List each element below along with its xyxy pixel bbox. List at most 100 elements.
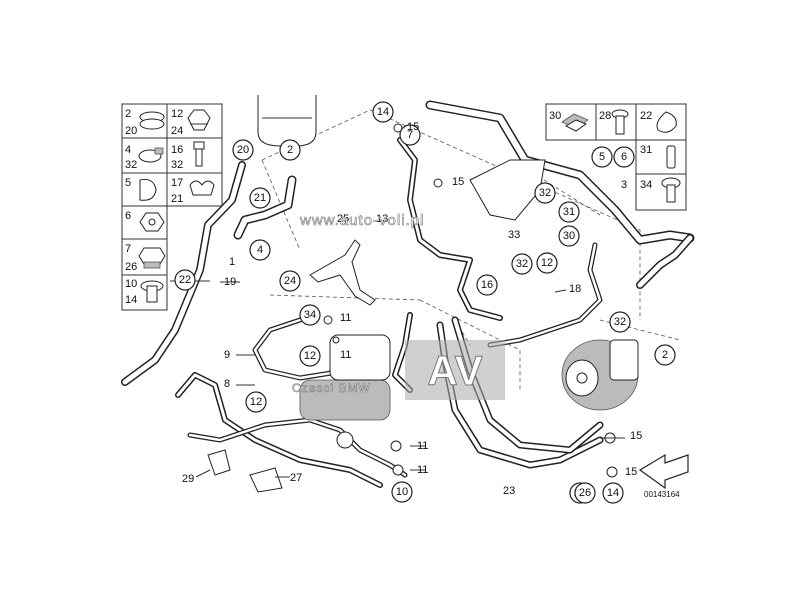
legend-labels: 220432567261014122416321721302822563134	[125, 108, 652, 306]
legend-label: 14	[125, 294, 137, 306]
legend-box-31	[635, 139, 687, 175]
callout-label: 20	[237, 144, 249, 156]
callout-12[interactable]: 12	[536, 252, 558, 274]
callout-circle	[558, 201, 580, 223]
callout-label: 6	[621, 151, 627, 163]
callout-34[interactable]: 34	[299, 304, 321, 326]
callout-5[interactable]: 5	[591, 146, 613, 168]
callout-2[interactable]: 2	[279, 139, 301, 161]
callout-circle	[558, 225, 580, 247]
legend-label: 12	[171, 108, 183, 120]
callout-6[interactable]: 6	[613, 146, 635, 168]
callout-circle	[232, 139, 254, 161]
watermark-url: www.auto-voli.pl	[299, 212, 424, 229]
callout-14[interactable]: 14	[602, 482, 624, 504]
callout-label: 14	[607, 487, 619, 499]
part-label-9: 9	[224, 349, 230, 361]
part-label-11: 11	[417, 464, 428, 476]
legend-label: 34	[640, 179, 652, 191]
callout-12[interactable]: 12	[245, 391, 267, 413]
banjo-bolt-icon	[140, 280, 164, 303]
callout-circle	[279, 270, 301, 292]
part-label-15: 15	[630, 430, 642, 442]
legend-label: 32	[125, 159, 137, 171]
callout-circle	[399, 124, 421, 146]
callout-31[interactable]: 31	[558, 201, 580, 223]
callout-circle	[249, 187, 271, 209]
legend-label: 21	[171, 193, 183, 205]
callout-26[interactable]: 26	[574, 482, 596, 504]
legend-label: 16	[171, 144, 183, 156]
legend-right	[545, 103, 687, 211]
callout-circle	[372, 101, 394, 123]
grommet-nut-icon	[187, 109, 211, 131]
callout-30[interactable]: 30	[558, 225, 580, 247]
part-label-3: 3	[621, 179, 627, 191]
brackets	[207, 159, 546, 493]
holder-clip-icon	[656, 111, 677, 133]
callout-label: 22	[179, 274, 191, 286]
callout-label: 12	[250, 396, 262, 408]
callout-label: 34	[304, 309, 316, 321]
callout-circle	[654, 344, 676, 366]
part-label-15: 15	[625, 466, 637, 478]
part-label-18: 18	[569, 283, 581, 295]
part-label-15: 15	[452, 176, 464, 188]
callout-label: 2	[662, 349, 668, 361]
callout-16[interactable]: 16	[476, 274, 498, 296]
callout-12[interactable]: 12	[299, 345, 321, 367]
callout-32[interactable]: 32	[609, 311, 631, 333]
legend-label: 31	[640, 144, 652, 156]
callout-20[interactable]: 20	[232, 139, 254, 161]
legend-label: 28	[599, 110, 611, 122]
watermark-subtitle: Czesci BMW	[292, 381, 371, 395]
part-label-11: 11	[340, 312, 351, 324]
callout-24[interactable]: 24	[279, 270, 301, 292]
part-label-33: 33	[508, 229, 520, 241]
callout-10[interactable]: 10	[391, 481, 413, 503]
legend-label: 20	[125, 125, 137, 137]
callout-circle	[279, 139, 301, 161]
callout-7[interactable]: 7	[399, 124, 421, 146]
part-label-23: 23	[503, 485, 515, 497]
power-steering-pump	[561, 339, 639, 411]
callout-label: 12	[541, 257, 553, 269]
legend-label: 7	[125, 243, 131, 255]
callout-label: 21	[254, 192, 266, 204]
legend-label: 4	[125, 144, 131, 156]
hose-clamp-icon	[139, 111, 165, 130]
heat-shield	[469, 159, 546, 221]
part-label-19: 19	[224, 276, 236, 288]
callout-label: 5	[599, 151, 605, 163]
callout-14[interactable]: 14	[372, 101, 394, 123]
part-label-13: 13	[376, 213, 388, 225]
hex-nut-icon	[139, 212, 165, 232]
front-direction-arrow-icon	[638, 453, 689, 490]
callout-32[interactable]: 32	[511, 253, 533, 275]
callout-label: 7	[407, 129, 413, 141]
callout-circle	[299, 304, 321, 326]
part-label-29: 29	[182, 473, 194, 485]
legend-label: 22	[640, 110, 652, 122]
callout-label: 32	[614, 316, 626, 328]
double-clip-icon	[189, 180, 215, 196]
part-label-15: 15	[407, 121, 419, 133]
watermark-logo: AV	[427, 347, 482, 394]
callout-label: 32	[539, 187, 551, 199]
callout-2[interactable]: 2	[654, 344, 676, 366]
legend-box-10-14	[121, 274, 168, 311]
part-label-25: 25	[337, 213, 349, 225]
callout-32[interactable]: 32	[534, 182, 556, 204]
callout-label: 10	[396, 486, 408, 498]
hollow-bolt-icon	[661, 177, 681, 203]
callout-22[interactable]: 22	[174, 269, 196, 291]
callout-21[interactable]: 21	[249, 187, 271, 209]
clamp-screw-icon	[138, 147, 164, 163]
callout-circle	[476, 274, 498, 296]
reservoir	[257, 95, 317, 147]
callout-circle	[591, 146, 613, 168]
callout-circle	[249, 239, 271, 261]
callout-4[interactable]: 4	[249, 239, 271, 261]
legend-label: 6	[125, 210, 131, 222]
